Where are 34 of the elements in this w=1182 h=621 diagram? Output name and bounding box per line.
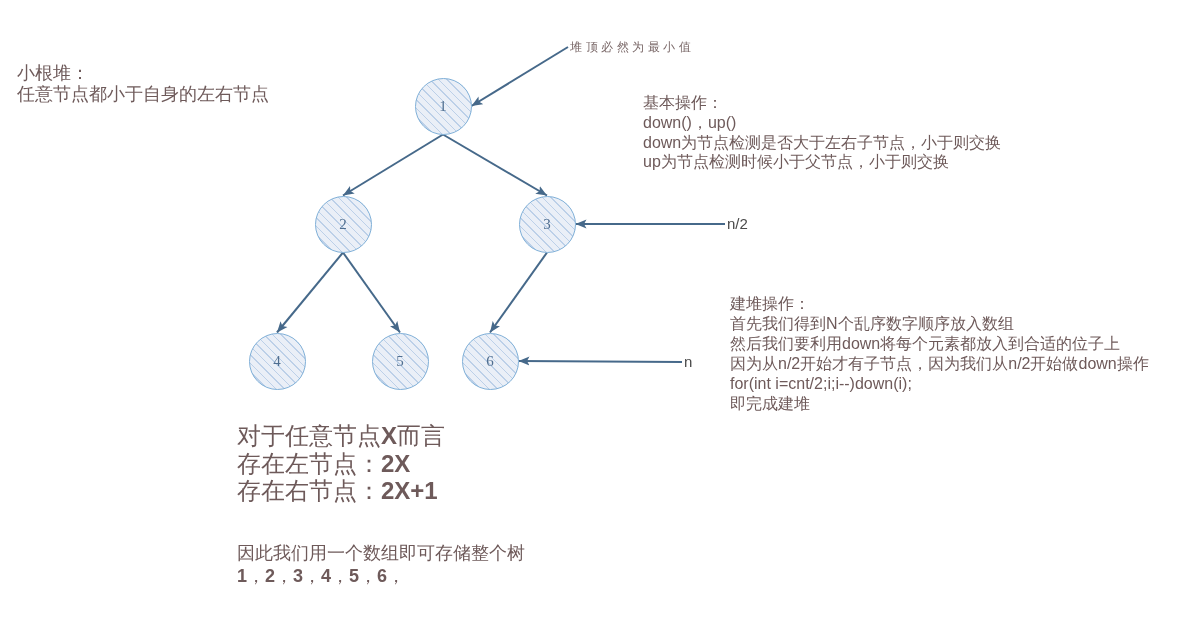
arrow — [489, 251, 548, 334]
note-text: up为节点检测时候小于父节点，小于则交换 — [643, 152, 949, 173]
tree-node-circle: 6 — [461, 332, 519, 390]
tree-node-circle: 5 — [371, 332, 429, 390]
tree-node-circle: 4 — [248, 332, 306, 390]
annotation-text: 堆顶必然为最小值 — [570, 39, 694, 55]
arrow — [276, 251, 344, 334]
arrow — [342, 133, 444, 197]
tree-node-circle: 1 — [414, 77, 472, 135]
code-line: for(int i=cnt/2;i;i--)down(i); — [730, 374, 912, 394]
note-text: 任意节点都小于自身的左右节点 — [17, 83, 269, 105]
note-text: down()，up() — [643, 112, 737, 133]
note-text: 存在右节点：2X+1 — [237, 477, 438, 505]
arrow — [342, 251, 401, 334]
number-sequence: 1，2，3，4，5，6， — [237, 564, 406, 587]
note-text: 即完成建堆 — [730, 394, 810, 414]
tree-node-circle: 2 — [314, 195, 372, 253]
heading-text: 小根堆： — [17, 62, 89, 84]
arrow — [574, 219, 726, 229]
index-label: n — [684, 353, 693, 371]
heading-text: 建堆操作： — [730, 294, 810, 314]
arrow — [470, 46, 569, 107]
index-label: n/2 — [727, 215, 748, 233]
note-text: 然后我们要利用down将每个元素都放入到合适的位子上 — [730, 334, 1121, 354]
arrow — [517, 356, 683, 366]
note-text: 存在左节点：2X — [237, 449, 411, 477]
note-text: 因此我们用一个数组即可存储整个树 — [237, 542, 525, 565]
note-text: 首先我们得到N个乱序数字顺序放入数组 — [730, 314, 1014, 334]
note-text: 对于任意节点X而言 — [237, 422, 445, 450]
heading-text: 基本操作： — [643, 93, 723, 113]
note-text: down为节点检测是否大于左右子节点，小于则交换 — [643, 132, 1002, 153]
tree-node-circle: 3 — [518, 195, 576, 253]
arrow — [442, 133, 548, 197]
note-text: 因为从n/2开始才有子节点，因为我们从n/2开始做down操作 — [730, 354, 1149, 374]
